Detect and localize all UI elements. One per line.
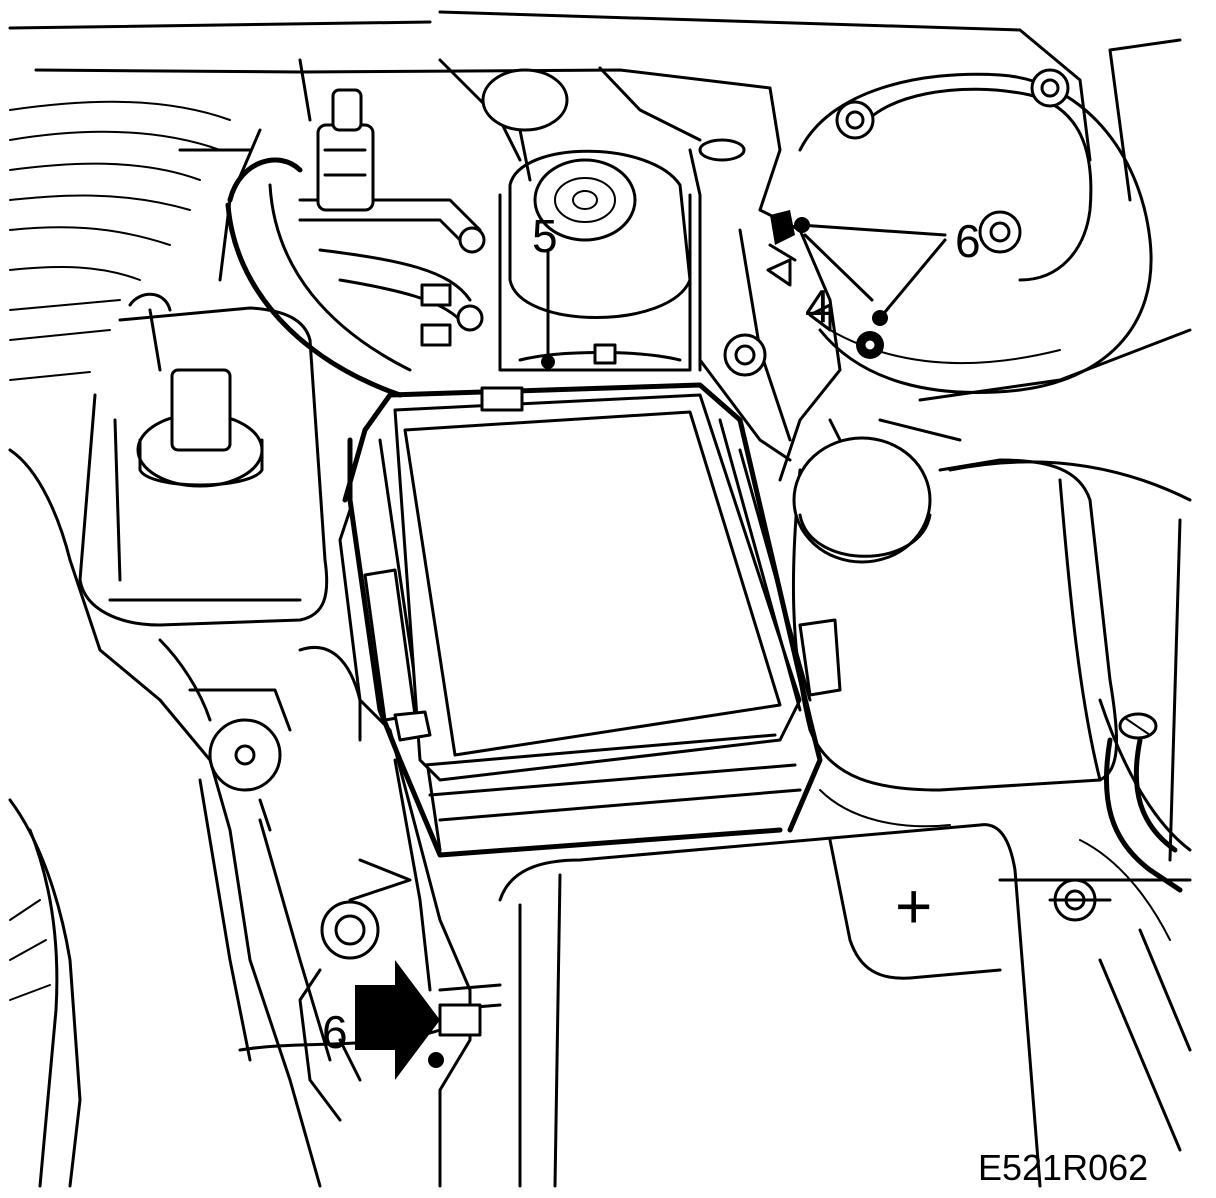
abs-hydraulic-unit <box>481 68 746 372</box>
callout-leaders <box>338 217 947 1082</box>
figure-code: E521R062 <box>978 1147 1148 1188</box>
lower-mounting-bolt <box>298 858 502 1122</box>
coolant-expansion-tank <box>791 418 1118 828</box>
brake-fluid-reservoir <box>78 292 362 832</box>
strut-tower <box>798 68 1153 394</box>
background-linework <box>8 10 1192 1188</box>
direction-arrow <box>355 960 440 1080</box>
battery-plus-mark: + <box>895 870 932 942</box>
fuse-box <box>338 382 823 1188</box>
control-module-bracket <box>698 208 884 482</box>
hose-clamp <box>1103 712 1183 893</box>
callout-label-6-bottom: 6 <box>322 1006 348 1058</box>
battery <box>498 823 1112 1188</box>
callout-label-6-top: 6 <box>955 215 981 267</box>
callout-label-4: 4 <box>805 280 831 332</box>
brake-lines-and-hoses <box>225 88 486 398</box>
callout-label-5: 5 <box>532 210 558 262</box>
